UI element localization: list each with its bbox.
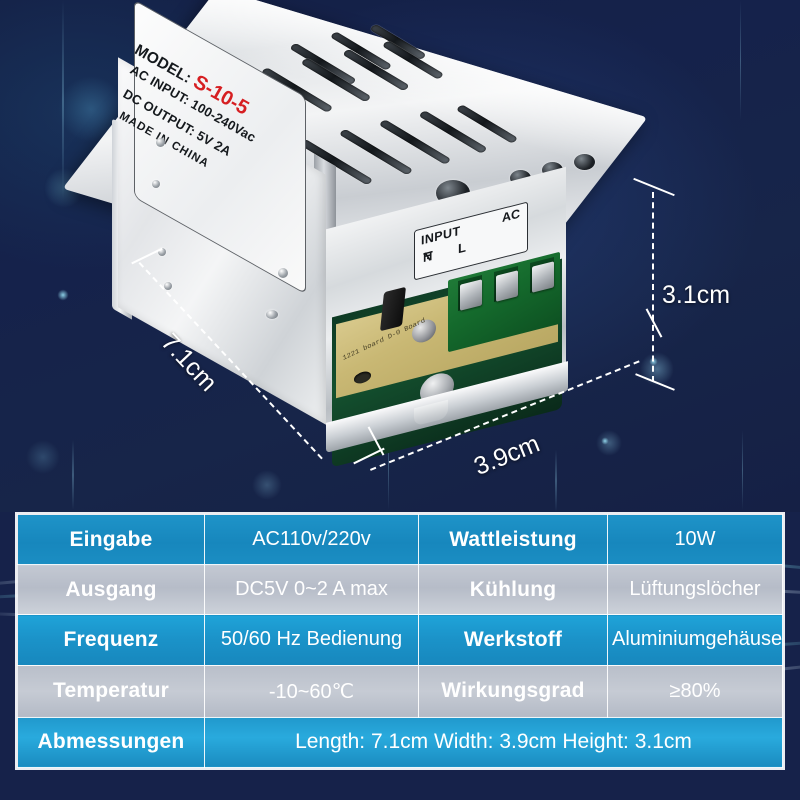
spec-value-output: DC5V 0~2 A max	[204, 564, 419, 616]
table-row: Frequenz 50/60 Hz Bedienung Werkstoff Al…	[17, 614, 783, 666]
spec-value-temperature: -10~60℃	[204, 664, 419, 718]
spec-value-cooling: Lüftungslöcher	[607, 564, 783, 616]
spec-value-input: AC110v/220v	[204, 513, 419, 566]
spec-value-material: Aluminiumgehäuse	[607, 614, 783, 666]
input-legend-ac: AC	[501, 206, 520, 226]
spec-key-efficiency: Wirkungsgrad	[418, 664, 608, 718]
table-row: Eingabe AC110v/220v Wattleistung 10W	[17, 513, 783, 566]
earth-ground-icon	[423, 250, 433, 260]
case-screw	[266, 310, 278, 319]
case-screw	[278, 268, 288, 278]
spec-key-wattage: Wattleistung	[418, 513, 608, 566]
spec-key-output: Ausgang	[17, 564, 205, 616]
power-supply-unit: MODEL: S-10-5 AC INPUT: 100-240Vac DC OU…	[62, 0, 678, 490]
input-terminal-legend: INPUT AC N L	[414, 201, 528, 281]
spec-key-cooling: Kühlung	[418, 564, 608, 616]
height-dimension-label: 3.1cm	[662, 281, 731, 309]
spec-key-dimensions: Abmessungen	[17, 716, 205, 769]
spec-value-efficiency: ≥80%	[607, 664, 783, 718]
spec-key-frequency: Frequenz	[17, 614, 205, 666]
spec-key-input: Eingabe	[17, 513, 205, 566]
spec-key-material: Werkstoff	[418, 614, 608, 666]
specification-table: Eingabe AC110v/220v Wattleistung 10W Aus…	[15, 512, 785, 770]
table-row: Abmessungen Length: 7.1cm Width: 3.9cm H…	[17, 716, 783, 769]
spec-value-dimensions: Length: 7.1cm Width: 3.9cm Height: 3.1cm	[204, 716, 783, 769]
table-row: Ausgang DC5V 0~2 A max Kühlung Lüftungsl…	[17, 564, 783, 616]
spec-value-wattage: 10W	[607, 513, 783, 566]
case-screw	[152, 180, 160, 188]
case-screw	[156, 138, 165, 147]
spec-key-temperature: Temperatur	[17, 664, 205, 718]
table-row: Temperatur -10~60℃ Wirkungsgrad ≥80%	[17, 664, 783, 718]
vent-hole	[574, 154, 595, 170]
case-screw	[164, 282, 172, 290]
spec-value-frequency: 50/60 Hz Bedienung	[204, 614, 419, 666]
case-screw	[158, 248, 166, 256]
